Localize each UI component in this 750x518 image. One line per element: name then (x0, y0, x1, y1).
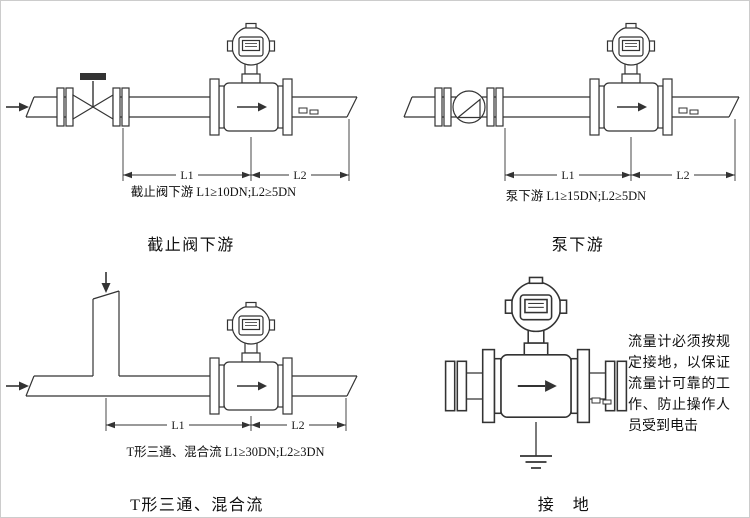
dim-arrow (123, 171, 132, 179)
flange-joint (486, 87, 504, 127)
title-tee: T形三通、混合流 (130, 497, 264, 514)
dim-arrow (242, 171, 251, 179)
pipe-lugs (298, 107, 319, 115)
dimension-lines (504, 119, 736, 181)
title-pump: 泵下游 (551, 237, 605, 254)
title-valve: 截止阀下游 (147, 237, 235, 254)
flow-arrow (5, 380, 30, 392)
dimension-lines (122, 119, 350, 181)
title-ground: 接 地 (537, 497, 591, 514)
dim-arrow (631, 171, 640, 179)
flowmeter-symbol (209, 301, 293, 415)
flange-joint (56, 87, 74, 127)
caption-pump: 泵下游 L1≥15DN;L2≥5DN (505, 189, 647, 203)
pipe (25, 290, 358, 397)
grounding-note: 流量计必须按规定接地，以保证流量计可靠的工作、防止操作人员受到电击 (628, 335, 730, 434)
dim-arrow (251, 171, 260, 179)
ground-symbol (519, 421, 553, 469)
flange-joint (434, 87, 452, 127)
caption-valve: 截止阀下游 L1≥10DN;L2≥5DN (130, 185, 297, 199)
dimension-labels: L1 L2 (557, 168, 694, 182)
dim-label-l2: L2 (293, 168, 306, 182)
dim-arrow (106, 421, 115, 429)
flowmeter-symbol (589, 22, 673, 136)
stop-valve-symbol (72, 72, 114, 120)
dimension-labels: L1 L2 (167, 418, 309, 432)
dim-arrow (242, 421, 251, 429)
diagram-valve-downstream: L1 L2 (5, 22, 358, 182)
dim-label-l2: L2 (291, 418, 304, 432)
dim-label-l1: L1 (561, 168, 574, 182)
dim-label-l1: L1 (171, 418, 184, 432)
dim-label-l1: L1 (180, 168, 193, 182)
flowmeter-symbol (481, 276, 591, 424)
dim-arrow (726, 171, 735, 179)
pump-symbol (452, 90, 486, 124)
dim-label-l2: L2 (676, 168, 689, 182)
dim-arrow (251, 421, 260, 429)
flange-joint (444, 360, 468, 412)
dim-arrow (337, 421, 346, 429)
diagram-tee-mixed-flow: L1 L2 (5, 271, 358, 432)
caption-tee: T形三通、混合流 L1≥30DN;L2≥3DN (126, 445, 325, 459)
flange-joint (112, 87, 130, 127)
dim-arrow (622, 171, 631, 179)
dim-arrow (340, 171, 349, 179)
diagram-grounding (444, 276, 628, 469)
flowmeter-symbol (209, 22, 293, 136)
diagram-pump-downstream: L1 L2 (403, 22, 740, 182)
pipe-lugs (678, 107, 699, 115)
dimension-labels: L1 L2 (176, 168, 311, 182)
dim-arrow (505, 171, 514, 179)
flow-arrow (5, 101, 30, 113)
down-flow-arrow (100, 271, 112, 294)
